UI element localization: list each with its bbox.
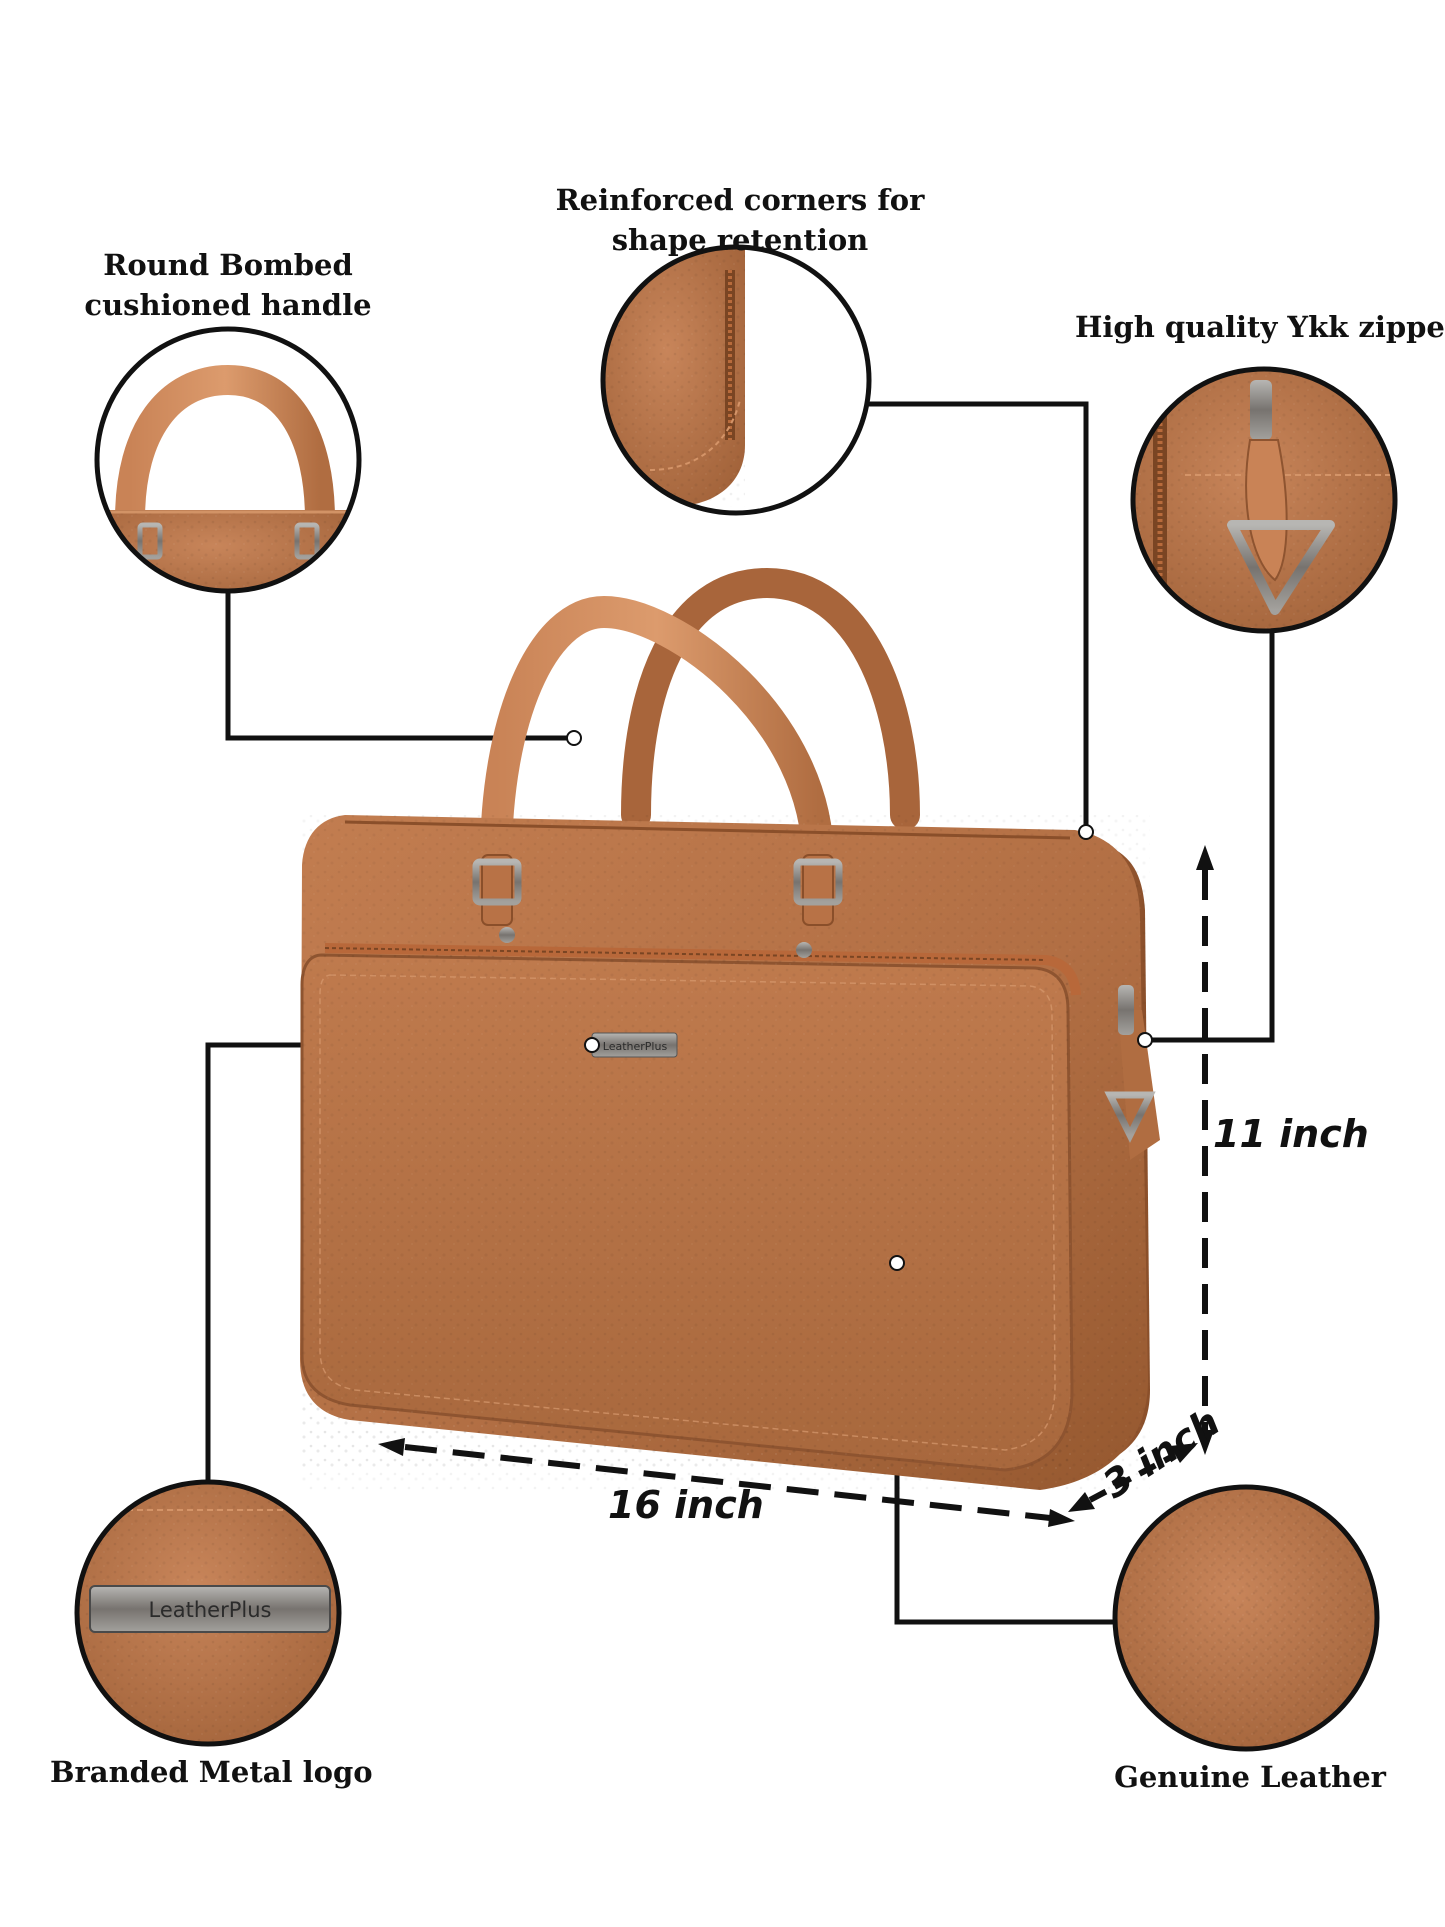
- zippers-connector: [1145, 631, 1275, 1043]
- width-dimension-label: 16 inch: [608, 1483, 764, 1527]
- zipper-detail-circle: [1130, 366, 1398, 634]
- leather-detail-circle: [1112, 1484, 1380, 1752]
- handle-callout-label: Round Bombed cushioned handle: [84, 248, 372, 322]
- handle-detail-circle: [94, 326, 362, 594]
- logo-detail-circle: LeatherPlus: [74, 1479, 342, 1747]
- depth-dimension-arrow: [1068, 1443, 1198, 1512]
- corner-detail-circle: [600, 244, 872, 516]
- corners-callout-label-line2: shape retention: [611, 223, 869, 257]
- height-dimension-label: 11 inch: [1213, 1112, 1369, 1156]
- zippers-callout-label: High quality Ykk zippers: [1075, 310, 1445, 344]
- handle-connector: [225, 591, 574, 741]
- briefcase-product: LeatherPlus: [300, 567, 1160, 1490]
- metal-logo-plate: LeatherPlus: [591, 1032, 678, 1058]
- corners-connector: [869, 401, 1089, 832]
- logo-callout-label: Branded Metal logo: [50, 1755, 373, 1789]
- logo-plate-text: LeatherPlus: [603, 1040, 668, 1053]
- anchor-dots: [566, 730, 1153, 1271]
- logo-detail-text: LeatherPlus: [149, 1598, 272, 1622]
- corners-callout-label-line1: Reinforced corners for: [555, 183, 925, 217]
- height-dimension-arrow: [1196, 845, 1214, 1455]
- handle-hardware: [472, 854, 843, 958]
- width-dimension-arrow: [378, 1438, 1075, 1527]
- strap-ring: [1104, 1010, 1160, 1160]
- leather-callout-label: Genuine Leather: [1114, 1760, 1386, 1794]
